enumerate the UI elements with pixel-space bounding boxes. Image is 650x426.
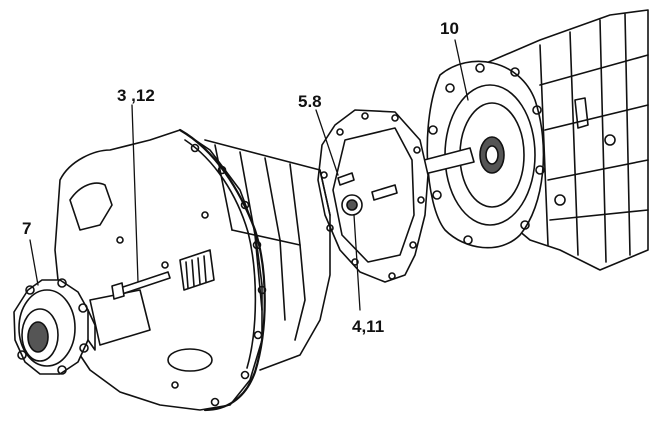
callout-7: 7 — [22, 219, 32, 238]
bell-housing — [54, 128, 331, 412]
leader-lines — [29, 39, 469, 311]
callout-4-11: 4,11 — [352, 317, 385, 336]
adapter-plate — [317, 109, 429, 283]
callout-10: 10 — [440, 19, 459, 38]
callout-3-12: 3 ,12 — [117, 86, 155, 105]
pump-flange — [13, 278, 96, 375]
callout-5-8: 5.8 — [298, 92, 322, 111]
gearbox-assembly — [404, 9, 649, 271]
